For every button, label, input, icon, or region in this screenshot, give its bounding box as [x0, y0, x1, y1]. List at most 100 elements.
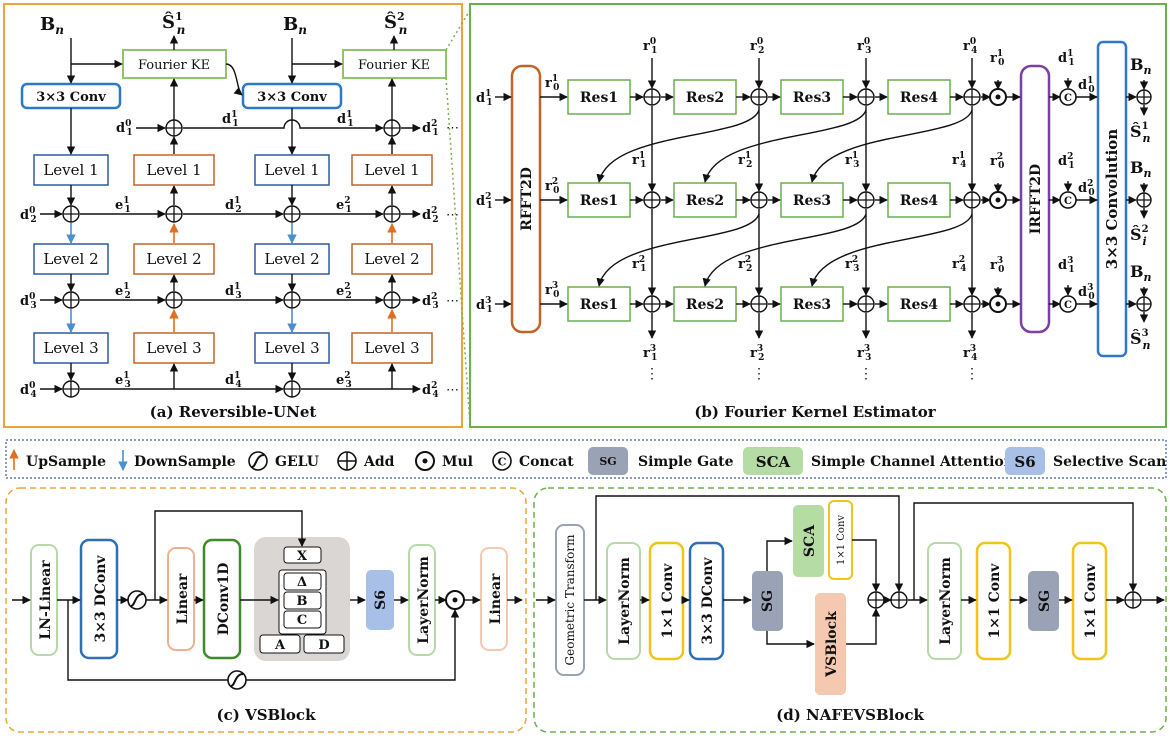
rfft-label: RFFT2D	[519, 167, 535, 231]
svg-text:Ŝ1n: Ŝ1n	[1130, 121, 1151, 145]
layernorm-label-c: LayerNorm	[416, 556, 432, 644]
level3-box-col1	[33, 332, 109, 364]
add-plus-d	[868, 592, 1141, 608]
param-a-box	[259, 634, 301, 654]
level3-box-col2	[133, 332, 215, 364]
svg-text:e11: e11	[115, 196, 131, 215]
panel-vsblock: LN-Linear 3×3 DConv Linear DConv1D X Δ B…	[5, 487, 527, 733]
sg2-box-d	[1028, 571, 1059, 631]
mul-node-c	[445, 590, 465, 610]
dconv-label-c: 3×3 DConv	[93, 555, 109, 643]
svg-text:r10: r10	[545, 74, 559, 93]
svg-text:⋮: ⋮	[965, 366, 979, 382]
caption-d: (d) NAFEVSBlock	[776, 706, 924, 724]
svg-text:d11: d11	[337, 110, 354, 129]
svg-text:d20: d20	[1078, 179, 1095, 198]
svg-text:Ŝ3n: Ŝ3n	[1130, 328, 1151, 352]
level3-text-col1: Level 3	[43, 339, 98, 357]
level3-box-col4	[351, 332, 433, 364]
caption-b: (b) Fourier Kernel Estimator	[694, 403, 936, 421]
rfft-box	[510, 64, 542, 334]
layernorm2-box-d	[927, 542, 962, 660]
param-c: C	[297, 613, 307, 628]
level-boxes: Level 1 Level 1 Level 1 Level 1 Level 2 …	[33, 154, 433, 364]
sg2-label-d: SG	[1037, 590, 1053, 612]
panel-c-connectors	[12, 510, 523, 681]
conv3-label-d: 1×1 Conv	[1083, 563, 1099, 639]
svg-text:r33: r33	[857, 344, 871, 363]
level1-text-col4: Level 1	[364, 161, 419, 179]
svg-text:r32: r32	[750, 344, 764, 363]
svg-text:r34: r34	[963, 344, 977, 363]
svg-text:Res2: Res2	[686, 297, 724, 313]
fourier-ke-label-1: Fourier KE	[138, 58, 210, 73]
svg-text:Res3: Res3	[793, 297, 831, 313]
svg-text:r02: r02	[750, 37, 764, 56]
svg-text:e12: e12	[115, 282, 131, 301]
sca-conv-label: 1×1 Conv	[836, 515, 847, 565]
svg-text:C: C	[1064, 196, 1072, 207]
svg-text:⋯: ⋯	[446, 294, 459, 309]
svg-text:⋮: ⋮	[752, 366, 766, 382]
svg-text:C: C	[498, 456, 507, 469]
level2-box-col3	[254, 243, 330, 275]
panel-b-vellipsis: ⋮ ⋮ ⋮ ⋮	[645, 366, 979, 382]
svg-text:d24: d24	[422, 381, 439, 400]
irfft-box	[1019, 64, 1051, 334]
res-boxes	[567, 79, 951, 322]
svg-text:r01: r01	[643, 37, 657, 56]
svg-text:⋯: ⋯	[446, 383, 459, 398]
concat-icon: C	[492, 451, 512, 471]
panel-c-frame	[5, 487, 527, 733]
param-delta-box	[283, 572, 322, 591]
ln-linear-label: LN-Linear	[38, 560, 54, 640]
level1-box-col4	[351, 154, 433, 186]
level2-box-col4	[351, 243, 433, 275]
svg-text:Bn: Bn	[1130, 55, 1152, 77]
layernorm-box-d	[606, 542, 641, 660]
conv-label-2: 3×3 Conv	[257, 90, 327, 105]
linear-label-c: Linear	[175, 573, 191, 624]
sca-box-d	[793, 505, 824, 577]
svg-text:r22: r22	[738, 255, 752, 274]
input-b-2: Bn	[283, 14, 307, 37]
caption-c: (c) VSBlock	[217, 706, 317, 724]
svg-text:r04: r04	[963, 37, 977, 56]
param-x: X	[297, 549, 308, 564]
level2-text-col1: Level 2	[43, 250, 98, 268]
conv2-box-d	[975, 541, 1012, 661]
dconv-box-d	[688, 541, 725, 661]
level1-text-col1: Level 1	[43, 161, 98, 179]
concat-nodes-b: C C C	[1059, 88, 1077, 313]
dconv1d-label: DConv1D	[216, 563, 232, 636]
svg-text:Res4: Res4	[900, 90, 938, 106]
conv-tall-label: 3×3 Convolution	[1103, 129, 1121, 269]
level1-box-col2	[133, 154, 215, 186]
svg-text:r14: r14	[952, 151, 966, 170]
zoom-line-top	[445, 9, 471, 51]
mul-icon	[415, 451, 435, 471]
svg-text:r20: r20	[545, 177, 559, 196]
dconv-label-d: 3×3 DConv	[700, 557, 716, 645]
svg-text:e22: e22	[336, 282, 352, 301]
svg-text:C: C	[1064, 93, 1072, 104]
svg-text:C: C	[1064, 300, 1072, 311]
sample-arrows	[66, 223, 397, 333]
sg-label-d: SG	[760, 590, 776, 612]
svg-text:d23: d23	[422, 292, 439, 311]
svg-text:Res3: Res3	[793, 193, 831, 209]
svg-text:d12: d12	[225, 196, 242, 215]
panel-d-frame	[533, 487, 1167, 733]
legend-s6: Selective Scan	[1053, 454, 1166, 470]
vsblock-box-d	[815, 593, 846, 695]
linear-out-label-c: Linear	[488, 573, 504, 624]
legend-sca: Simple Channel Attention	[811, 454, 1014, 470]
svg-text:⋮: ⋮	[645, 366, 659, 382]
svg-text:Bn: Bn	[1130, 262, 1152, 284]
svg-text:r21: r21	[632, 255, 646, 274]
